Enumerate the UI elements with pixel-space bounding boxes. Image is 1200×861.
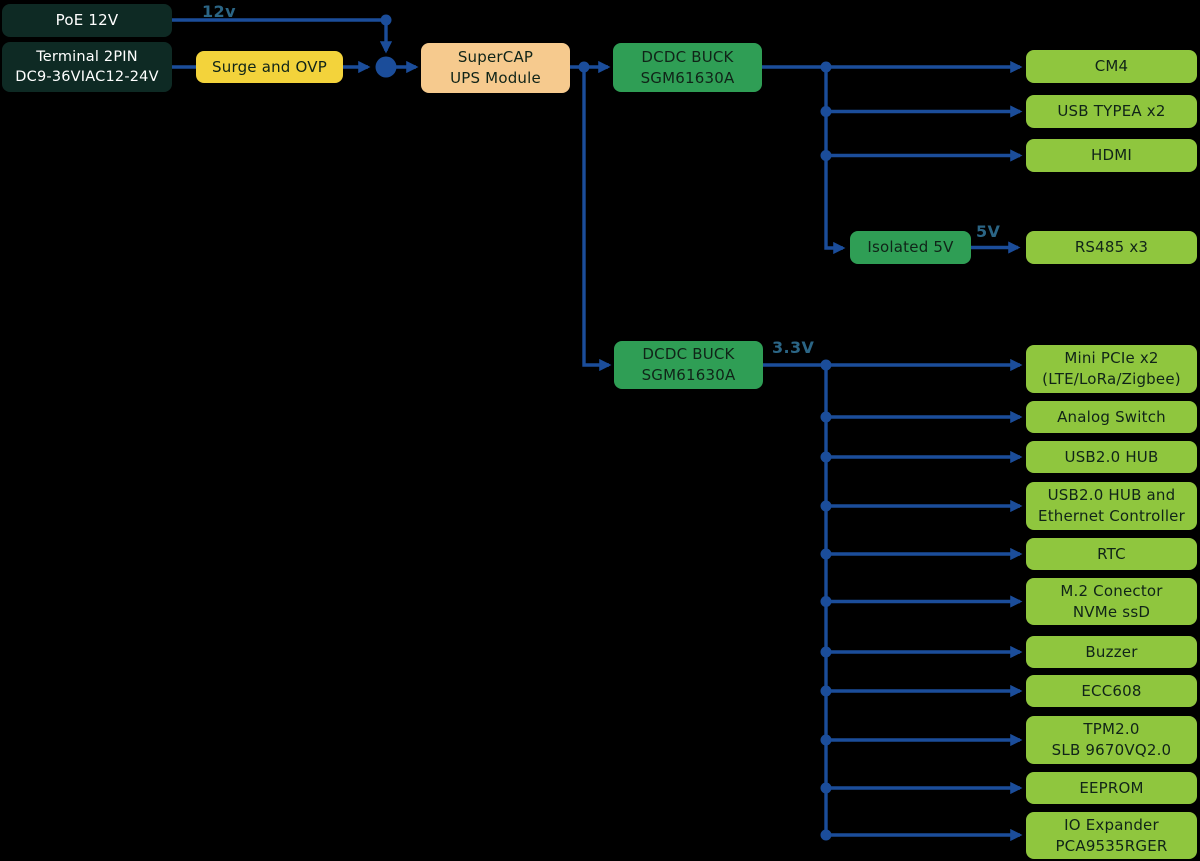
- node-usb20-hub: USB2.0 HUB: [1026, 441, 1197, 473]
- node-terminal-2pin: Terminal 2PIN DC9-36VIAC12-24V: [2, 42, 172, 92]
- node-usb-typea: USB TYPEA x2: [1026, 95, 1197, 128]
- node-usb20-hub-ethernet: USB2.0 HUB and Ethernet Controller: [1026, 482, 1197, 530]
- node-isolated-5v: Isolated 5V: [850, 231, 971, 264]
- edge-label-5v: 5V: [976, 222, 1001, 241]
- node-hdmi: HDMI: [1026, 139, 1197, 172]
- node-tpm20: TPM2.0 SLB 9670VQ2.0: [1026, 716, 1197, 764]
- node-eeprom: EEPROM: [1026, 772, 1197, 804]
- node-poe-12v: PoE 12V: [2, 4, 172, 37]
- node-cm4: CM4: [1026, 50, 1197, 83]
- node-supercap-ups: SuperCAP UPS Module: [421, 43, 570, 93]
- node-ecc608: ECC608: [1026, 675, 1197, 707]
- node-rs485: RS485 x3: [1026, 231, 1197, 264]
- edge-label-3v3: 3.3V: [772, 338, 815, 357]
- node-mini-pcie: Mini PCIe x2 (LTE/LoRa/Zigbee): [1026, 345, 1197, 393]
- node-buzzer: Buzzer: [1026, 636, 1197, 668]
- node-dcdc-buck-top: DCDC BUCK SGM61630A: [613, 43, 762, 92]
- node-analog-switch: Analog Switch: [1026, 401, 1197, 433]
- node-rtc: RTC: [1026, 538, 1197, 570]
- edge-label-12v: 12v: [202, 2, 236, 21]
- node-surge-and-ovp: Surge and OVP: [196, 51, 343, 83]
- node-io-expander: IO Expander PCA9535RGER: [1026, 812, 1197, 859]
- node-m2-connector: M.2 Conector NVMe ssD: [1026, 578, 1197, 625]
- node-dcdc-buck-bottom: DCDC BUCK SGM61630A: [614, 341, 763, 389]
